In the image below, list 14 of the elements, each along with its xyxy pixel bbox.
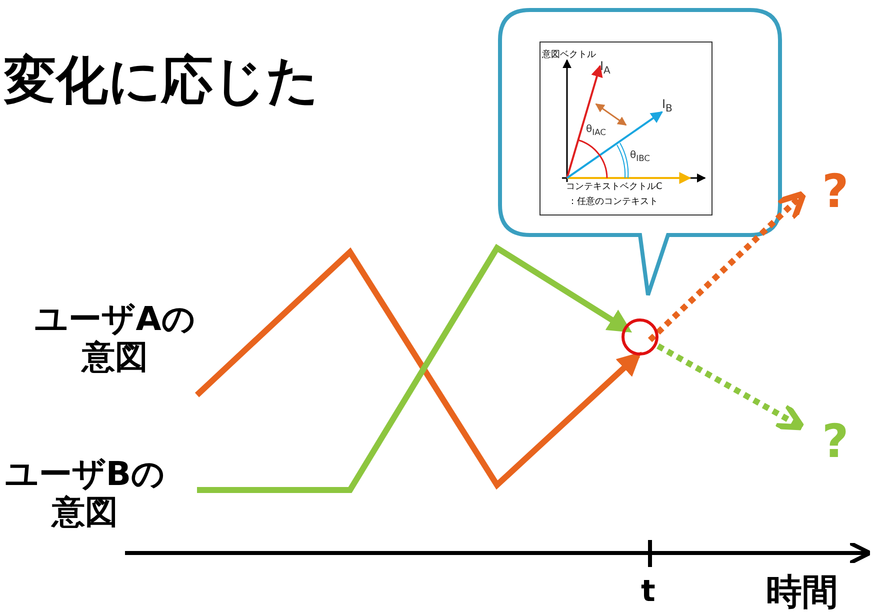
question-mark: ? bbox=[822, 165, 849, 218]
axis-label: 時間 bbox=[766, 572, 838, 614]
angle-label: θ$_{IAC}$ bbox=[586, 124, 606, 138]
axis-label: 意図ベクトル bbox=[542, 50, 596, 60]
axis-label: t bbox=[641, 575, 656, 610]
series-label: ユーザAの意図 bbox=[34, 300, 196, 376]
vector-label: I$_{A}$ bbox=[600, 60, 610, 77]
axis-label: コンテキストベクトルC bbox=[566, 182, 662, 192]
question-mark: ? bbox=[822, 415, 849, 468]
series-label: ユーザBの意図 bbox=[4, 455, 166, 531]
title: 変化に応じた bbox=[4, 52, 319, 112]
vector-label: I$_{B}$ bbox=[662, 98, 672, 115]
angle-label: θ$_{IBC}$ bbox=[630, 150, 650, 164]
caption-text: ：任意のコンテキスト bbox=[568, 197, 658, 208]
